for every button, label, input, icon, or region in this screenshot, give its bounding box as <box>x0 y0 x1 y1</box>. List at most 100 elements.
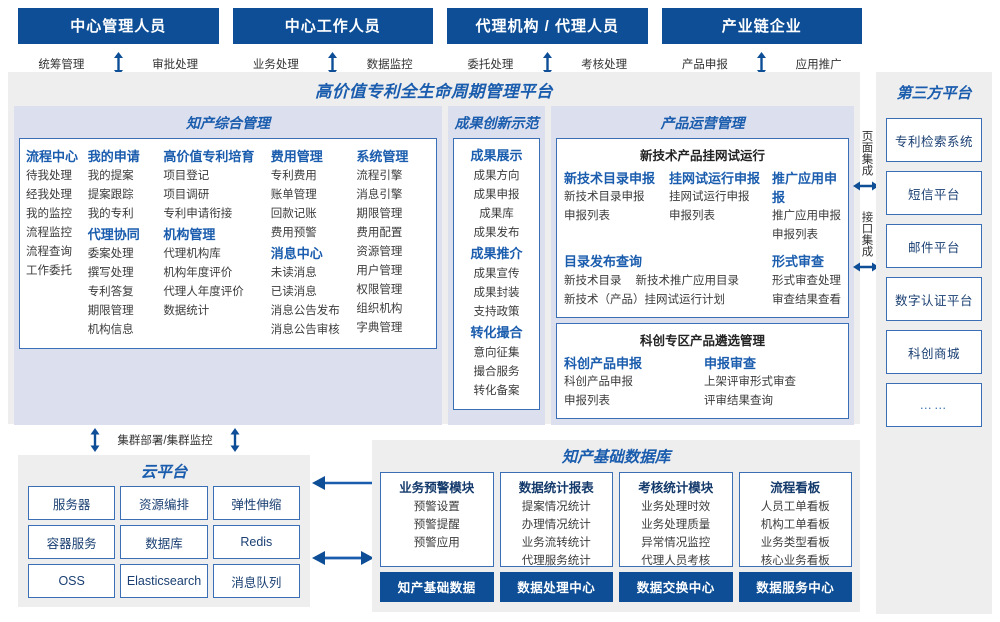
cloud-cell-database[interactable]: 数据库 <box>120 525 208 559</box>
menu-item[interactable]: 流程监控 <box>26 227 72 239</box>
menu-item[interactable]: 科创产品申报 <box>564 376 633 388</box>
menu-item[interactable]: 期限管理 <box>87 305 134 317</box>
role-header-0[interactable]: 中心管理人员 <box>18 8 219 44</box>
card-item[interactable]: 异常情况监控 <box>641 537 711 549</box>
menu-item[interactable]: 消息公告发布 <box>270 305 340 317</box>
menu-item[interactable]: 已读消息 <box>270 286 317 298</box>
menu-head[interactable]: 机构管理 <box>163 227 216 242</box>
menu-item[interactable]: 机构信息 <box>87 324 134 336</box>
menu-item[interactable]: 撰写处理 <box>87 267 134 279</box>
menu-item[interactable]: 期限管理 <box>356 208 403 220</box>
menu-head[interactable]: 高价值专利培育 <box>163 149 255 164</box>
menu-item[interactable]: 用户管理 <box>356 265 403 277</box>
menu-item[interactable]: 回款记账 <box>270 208 317 220</box>
menu-item[interactable]: 流程引擎 <box>356 170 403 182</box>
menu-item[interactable]: 经我处理 <box>26 189 72 201</box>
third-party-item-sms[interactable]: 短信平台 <box>886 171 982 215</box>
menu-item[interactable]: 资源管理 <box>356 246 403 258</box>
card-item[interactable]: 提案情况统计 <box>521 501 591 513</box>
menu-item[interactable]: 新技术推广应用目录 <box>635 275 740 287</box>
menu-item[interactable]: 申报列表 <box>564 395 610 407</box>
database-footer-processing-center[interactable]: 数据处理中心 <box>499 572 613 602</box>
menu-head[interactable]: 新技术目录申报 <box>564 171 656 186</box>
menu-item[interactable]: 挂网试运行申报 <box>669 191 750 203</box>
menu-item[interactable]: 申报列表 <box>772 229 818 241</box>
menu-item[interactable]: 提案跟踪 <box>87 189 134 201</box>
menu-item[interactable]: 我的专利 <box>87 208 134 220</box>
menu-item[interactable]: 我的提案 <box>87 170 134 182</box>
menu-item[interactable]: 成果发布 <box>473 227 520 239</box>
menu-head[interactable]: 费用管理 <box>270 149 323 164</box>
menu-item[interactable]: 项目登记 <box>163 170 210 182</box>
card-item[interactable]: 代理服务统计 <box>521 555 591 567</box>
role-header-3[interactable]: 产业链企业 <box>661 8 862 44</box>
menu-item[interactable]: 消息公告审核 <box>270 324 340 336</box>
menu-item[interactable]: 待我处理 <box>26 170 72 182</box>
menu-head[interactable]: 挂网试运行申报 <box>669 171 761 186</box>
menu-item[interactable]: 支持政策 <box>473 306 520 318</box>
cloud-cell-orchestration[interactable]: 资源编排 <box>120 486 208 520</box>
card-item[interactable]: 预警提醒 <box>413 519 460 531</box>
menu-item[interactable]: 审查结果查看 <box>772 294 841 306</box>
menu-head[interactable]: 形式审查 <box>772 254 825 269</box>
card-item[interactable]: 办理情况统计 <box>521 519 591 531</box>
cloud-cell-redis[interactable]: Redis <box>212 525 300 559</box>
menu-item[interactable]: 专利答复 <box>87 286 134 298</box>
menu-item[interactable]: 费用预警 <box>270 227 317 239</box>
menu-item[interactable]: 代理机构库 <box>163 248 221 260</box>
database-footer-exchange-center[interactable]: 数据交换中心 <box>619 572 733 602</box>
third-party-item-patent-search[interactable]: 专利检索系统 <box>886 118 982 162</box>
menu-item[interactable]: 工作委托 <box>26 265 72 277</box>
menu-item[interactable]: 评审结果查询 <box>704 395 773 407</box>
menu-item[interactable]: 账单管理 <box>270 189 317 201</box>
menu-item[interactable]: 委案处理 <box>87 248 134 260</box>
menu-item[interactable]: 成果方向 <box>473 170 520 182</box>
third-party-item-email[interactable]: 邮件平台 <box>886 224 982 268</box>
menu-item[interactable]: 字典管理 <box>356 322 403 334</box>
menu-item[interactable]: 成果申报 <box>473 189 520 201</box>
menu-head[interactable]: 消息中心 <box>270 246 323 261</box>
third-party-item-digital-cert[interactable]: 数字认证平台 <box>886 277 982 321</box>
menu-head[interactable]: 推广应用申报 <box>772 171 838 205</box>
third-party-item-more[interactable]: …… <box>886 383 982 427</box>
menu-head[interactable]: 系统管理 <box>356 149 409 164</box>
cloud-cell-elasticsearch[interactable]: Elasticsearch <box>120 564 208 598</box>
card-item[interactable]: 代理人员考核 <box>641 555 711 567</box>
cloud-cell-autoscaling[interactable]: 弹性伸缩 <box>212 486 300 520</box>
cloud-cell-server[interactable]: 服务器 <box>28 486 116 520</box>
menu-item[interactable]: 费用配置 <box>356 227 403 239</box>
menu-item[interactable]: 我的监控 <box>26 208 72 220</box>
card-item[interactable]: 核心业务看板 <box>760 555 830 567</box>
menu-item[interactable]: 成果宣传 <box>473 268 520 280</box>
menu-head[interactable]: 目录发布查询 <box>564 254 643 269</box>
database-footer-ip-base-data[interactable]: 知产基础数据 <box>380 572 494 602</box>
menu-item[interactable]: 推广应用申报 <box>772 210 841 222</box>
card-item[interactable]: 机构工单看板 <box>760 519 830 531</box>
menu-item[interactable]: 上架评审形式审查 <box>704 376 796 388</box>
cloud-cell-mq[interactable]: 消息队列 <box>212 564 300 598</box>
third-party-item-mall[interactable]: 科创商城 <box>886 330 982 374</box>
menu-item[interactable]: 组织机构 <box>356 303 403 315</box>
menu-item[interactable]: 成果库 <box>479 208 514 220</box>
menu-item[interactable]: 专利申请衔接 <box>163 208 233 220</box>
menu-head[interactable]: 转化撮合 <box>470 325 523 340</box>
card-item[interactable]: 业务类型看板 <box>760 537 830 549</box>
menu-head[interactable]: 代理协同 <box>87 227 140 242</box>
menu-head[interactable]: 申报审查 <box>704 356 757 371</box>
menu-item[interactable]: 形式审查处理 <box>772 275 841 287</box>
database-footer-service-center[interactable]: 数据服务中心 <box>738 572 852 602</box>
menu-head[interactable]: 成果推介 <box>470 246 523 261</box>
menu-item[interactable]: 成果封装 <box>473 287 520 299</box>
cloud-cell-oss[interactable]: OSS <box>28 564 116 598</box>
menu-item[interactable]: 新技术目录申报 <box>564 191 645 203</box>
menu-item[interactable]: 新技术目录 <box>564 275 622 287</box>
menu-item[interactable]: 代理人年度评价 <box>163 286 244 298</box>
menu-item[interactable]: 意向征集 <box>473 347 520 359</box>
menu-item[interactable]: 数据统计 <box>163 305 210 317</box>
card-item[interactable]: 业务处理时效 <box>641 501 711 513</box>
role-header-2[interactable]: 代理机构 / 代理人员 <box>447 8 648 44</box>
menu-item[interactable]: 申报列表 <box>564 210 610 222</box>
role-header-1[interactable]: 中心工作人员 <box>232 8 433 44</box>
card-item[interactable]: 预警应用 <box>413 537 460 549</box>
menu-item[interactable]: 新技术（产品）挂网试运行计划 <box>564 294 725 306</box>
